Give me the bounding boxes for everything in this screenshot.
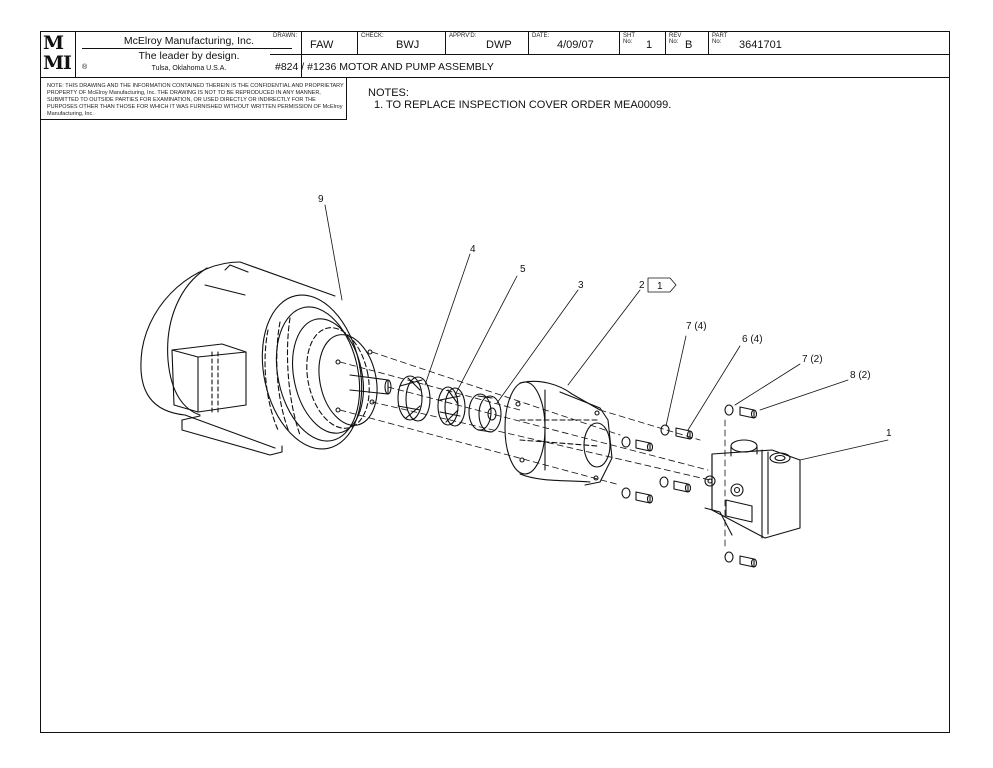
title-block: M MI McElroy Manufacturing, Inc. The lea… (40, 31, 950, 78)
spider-5 (437, 386, 466, 427)
motor-body (140, 261, 392, 456)
pump-1 (704, 439, 801, 539)
sheet-cell: SHT No: 1 (620, 31, 666, 54)
callout-2: 2 (639, 280, 645, 291)
registered-icon: ® (82, 64, 88, 71)
apprvd-cell: APPRV'D: DWP (446, 31, 529, 54)
projection-lines (339, 351, 726, 551)
check-value: BWJ (396, 39, 420, 51)
drawing-title: #824 / #1236 MOTOR AND PUMP ASSEMBLY (275, 61, 494, 73)
coupling-half-4 (397, 375, 431, 422)
part-label: PART No: (712, 33, 728, 45)
callout-7-4: 7 (4) (686, 321, 707, 332)
drawing-border (40, 31, 950, 733)
check-cell: CHECK: BWJ (358, 31, 446, 54)
adapter-2 (504, 380, 613, 486)
callout-9: 9 (318, 194, 324, 205)
callout-6-4: 6 (4) (742, 334, 763, 345)
notes-block: NOTES: 1. TO REPLACE INSPECTION COVER OR… (368, 87, 671, 111)
confidential-box-bottom (40, 119, 347, 120)
check-label: CHECK: (361, 33, 384, 39)
company-slogan: The leader by design. (138, 50, 240, 62)
date-label: DATE: (532, 33, 550, 39)
fasteners (621, 404, 758, 568)
apprvd-label: APPRV'D: (449, 33, 477, 39)
confidential-notice: NOTE: THIS DRAWING AND THE INFORMATION C… (47, 83, 344, 117)
callout-3: 3 (578, 280, 584, 291)
company-logo: M MI (40, 31, 76, 77)
company-name: McElroy Manufacturing, Inc. (123, 35, 255, 47)
callout-1: 1 (886, 428, 892, 439)
drawn-label: DRAWN: (273, 33, 298, 39)
rev-cell: REV No: B (666, 31, 709, 54)
date-value: 4/09/07 (557, 39, 594, 51)
callout-5: 5 (520, 264, 526, 275)
callout-8-2: 8 (2) (850, 370, 871, 381)
coupling-half-3 (468, 393, 502, 433)
company-underline (82, 48, 292, 49)
rev-value: B (685, 39, 693, 51)
title-divider (270, 54, 950, 55)
company-location: Tulsa, Oklahoma U.S.A. (151, 65, 227, 72)
callout-4: 4 (470, 244, 476, 255)
apprvd-value: DWP (486, 39, 512, 51)
logo-bottom: MI (43, 52, 72, 74)
callout-2-note-flag: 1 (657, 281, 663, 292)
rev-label: REV No: (669, 33, 682, 45)
part-cell: PART No: 3641701 (709, 31, 950, 54)
part-value: 3641701 (739, 39, 782, 51)
leader-lines (324, 204, 889, 461)
sheet-label: SHT No: (623, 33, 635, 45)
sheet-value: 1 (646, 39, 653, 51)
notes-divider (346, 77, 347, 119)
drawn-value: FAW (310, 39, 334, 51)
logo-top: M (43, 32, 64, 54)
notes-heading: NOTES: (368, 87, 409, 99)
date-cell: DATE: 4/09/07 (529, 31, 620, 54)
callout-7-2: 7 (2) (802, 354, 823, 365)
title-block-bottom (40, 77, 950, 78)
drawn-cell: DRAWN: FAW (270, 31, 358, 54)
note-item-1: 1. TO REPLACE INSPECTION COVER ORDER MEA… (374, 99, 672, 111)
